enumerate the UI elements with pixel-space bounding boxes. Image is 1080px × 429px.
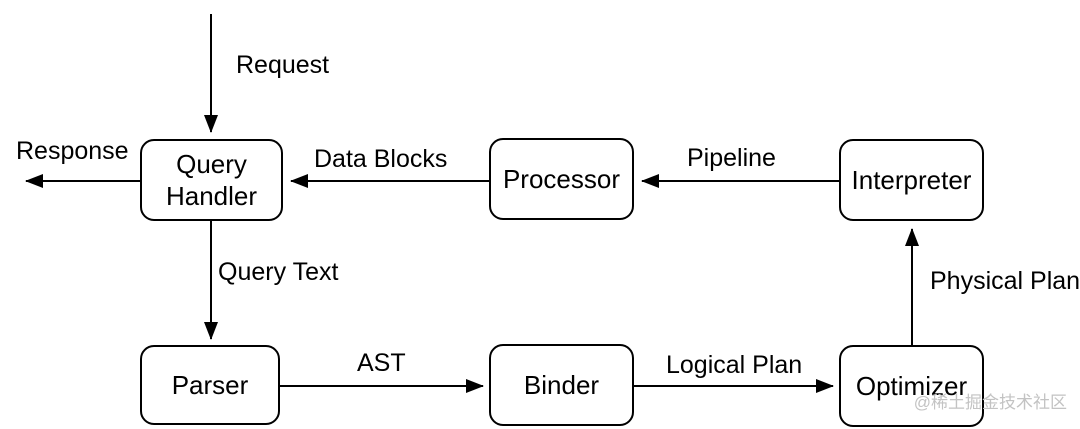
node-processor: Processor — [489, 138, 634, 220]
watermark: @稀土掘金技术社区 — [913, 393, 1067, 412]
node-parser: Parser — [140, 345, 280, 425]
edge-label-ast: AST — [357, 349, 406, 377]
node-binder-label: Binder — [523, 370, 600, 400]
node-query-handler: Query Handler — [140, 139, 283, 221]
node-parser-label: Parser — [171, 370, 249, 400]
node-interpreter-label: Interpreter — [851, 165, 972, 195]
node-interpreter: Interpreter — [839, 139, 984, 221]
node-optimizer-label: Optimizer — [855, 371, 968, 401]
edge-label-data-blocks: Data Blocks — [314, 145, 448, 173]
edge-label-response: Response — [16, 137, 129, 165]
node-binder: Binder — [489, 344, 634, 426]
node-optimizer: Optimizer — [839, 345, 984, 427]
node-processor-label: Processor — [502, 164, 621, 194]
node-query-handler-label: Query Handler — [165, 149, 258, 211]
edge-label-pipeline: Pipeline — [687, 144, 776, 172]
edge-label-physical-plan: Physical Plan — [930, 267, 1080, 295]
edge-label-request: Request — [236, 51, 330, 79]
edge-label-logical-plan: Logical Plan — [666, 351, 803, 379]
edge-label-query-text: Query Text — [218, 258, 339, 286]
